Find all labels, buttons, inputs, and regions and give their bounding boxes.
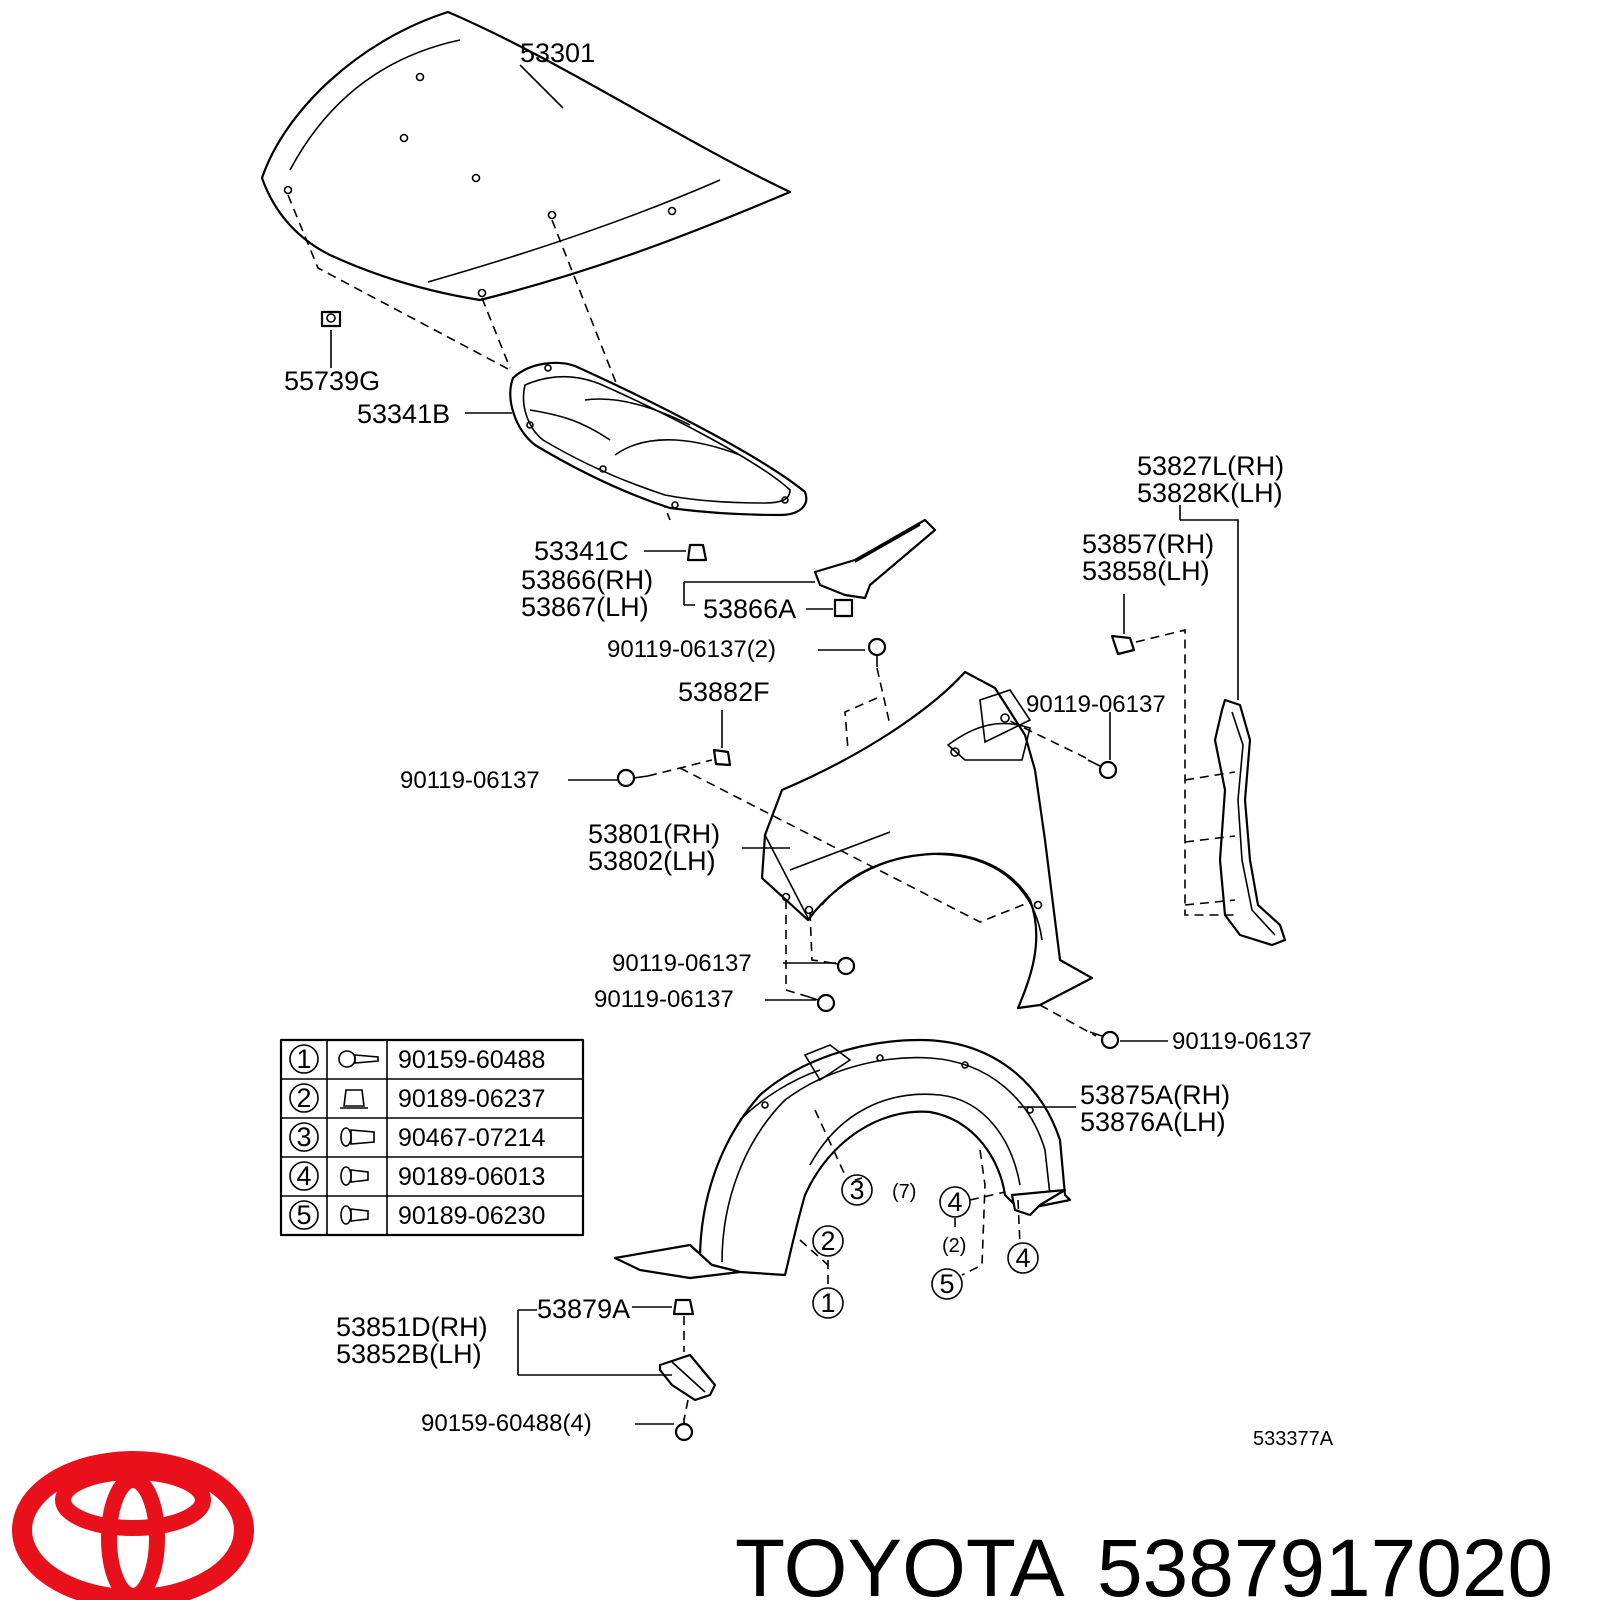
- brand-name: TOYOTA: [735, 1523, 1065, 1600]
- bracket-label: 53882F: [678, 677, 770, 707]
- callout-4-qty: (2): [942, 1235, 966, 1257]
- bolt-b-icon: [616, 768, 649, 788]
- callout-4-left: 4: [939, 1186, 971, 1218]
- hood-dash-mid: [481, 297, 511, 369]
- svg-text:4: 4: [947, 1187, 962, 1217]
- table-num-1: 1: [296, 1044, 311, 1074]
- protector-rh-label: 53827L(RH): [1137, 451, 1284, 481]
- hood-insulator: [509, 361, 808, 517]
- bracket-icon: [712, 748, 732, 767]
- clip-icon: [340, 1166, 369, 1186]
- table-part-1: 90159-60488: [398, 1046, 545, 1074]
- screw-icon: [338, 1050, 379, 1068]
- screw-icon: [674, 1418, 694, 1442]
- bolt-f-dash: [1039, 1004, 1097, 1037]
- splash-bracket-leader: [517, 1309, 672, 1376]
- hood-clip-label: 55739G: [284, 366, 380, 396]
- table-part-5: 90189-06230: [398, 1202, 545, 1230]
- table-num-5: 5: [296, 1200, 311, 1230]
- svg-text:1: 1: [820, 1288, 835, 1318]
- bolt-b-label: 90119-06137: [400, 767, 540, 794]
- callout-4-right: 4: [1007, 1242, 1039, 1274]
- bolt-f-icon: [1089, 1030, 1120, 1050]
- clip-icon: [340, 1205, 369, 1225]
- liner-dash: [799, 1109, 1021, 1290]
- bolt-d-icon: [825, 956, 856, 976]
- protector-lh-label: 53828K(LH): [1137, 478, 1283, 508]
- hood-label: 53301: [520, 38, 595, 68]
- svg-text:2: 2: [820, 1226, 835, 1256]
- hood-leader: [519, 64, 564, 109]
- callout-4-dash: [954, 1191, 1006, 1230]
- table-part-4: 90189-06013: [398, 1163, 545, 1191]
- seal-rh-label: 53866(RH): [521, 565, 653, 595]
- wheel-liner: [613, 1038, 1072, 1280]
- bolt-b-dash: [647, 759, 1031, 923]
- hood-clip-icon: [320, 310, 342, 328]
- splash-dash: [683, 1316, 689, 1421]
- seal-clip-icon: [833, 598, 854, 618]
- table-part-3: 90467-07214: [398, 1124, 545, 1152]
- table-num-4: 4: [296, 1161, 311, 1191]
- liner-rh-label: 53875A(RH): [1080, 1080, 1230, 1110]
- callout-2: 2: [812, 1225, 844, 1257]
- part-number: 5387917020: [1097, 1523, 1553, 1600]
- pad-lh-label: 53858(LH): [1082, 556, 1210, 586]
- hood-dash-right: [551, 219, 671, 521]
- table-num-2: 2: [296, 1083, 311, 1113]
- insulator-label: 53341B: [357, 399, 450, 429]
- screw-label: 90159-60488(4): [421, 1410, 592, 1437]
- bolt-f-label: 90119-06137: [1172, 1028, 1312, 1055]
- insulator-clip-icon: [686, 543, 708, 562]
- fastener-table: 1 90159-60488 2 90189-06237 3 90467-0721…: [279, 1038, 585, 1237]
- seal-clip-label: 53866A: [703, 594, 796, 624]
- splash-rh-label: 53851D(RH): [336, 1312, 488, 1342]
- callout-3: 3: [841, 1174, 873, 1206]
- pad-clip-icon: [1110, 634, 1136, 656]
- bolt-d-label: 90119-06137: [612, 950, 752, 977]
- bolt-a-dash: [844, 667, 891, 751]
- hood-panel: [260, 10, 792, 302]
- push-rivet-icon: [340, 1127, 375, 1147]
- bolt-a-label: 90119-06137(2): [607, 636, 776, 663]
- drawing-ref: 533377A: [1253, 1428, 1334, 1450]
- table-part-2: 90189-06237: [398, 1085, 545, 1113]
- bolt-c-label: 90119-06137: [1026, 691, 1166, 718]
- hood-dash-left: [287, 194, 511, 371]
- liner-lh-label: 53876A(LH): [1080, 1107, 1226, 1137]
- bolt-e-icon: [805, 993, 836, 1013]
- splash-lh-label: 53852B(LH): [336, 1339, 482, 1369]
- callout-3-qty: (7): [892, 1181, 916, 1203]
- nut-clip-icon: [340, 1089, 368, 1109]
- insulator-clip-label: 53341C: [534, 536, 629, 566]
- bolt-a-icon: [867, 637, 887, 667]
- callout-5: 5: [931, 1268, 963, 1300]
- seal-lh-label: 53867(LH): [521, 592, 649, 622]
- fender-lh-label: 53802(LH): [588, 846, 716, 876]
- splash-clip-icon: [672, 1298, 695, 1316]
- splash-clip-label: 53879A: [537, 1294, 630, 1324]
- fender-protector: [1213, 698, 1287, 947]
- fender-rh-label: 53801(RH): [588, 819, 720, 849]
- svg-text:5: 5: [939, 1269, 954, 1299]
- svg-text:3: 3: [849, 1175, 864, 1205]
- protector-leader: [1179, 505, 1239, 700]
- table-num-3: 3: [296, 1122, 311, 1152]
- fender-seal: [813, 518, 937, 600]
- callout-1: 1: [812, 1287, 844, 1319]
- svg-text:4: 4: [1015, 1243, 1030, 1273]
- seal-bracket-leader: [683, 581, 815, 606]
- bolt-de-dash: [785, 900, 827, 997]
- splash-shield: [658, 1353, 717, 1402]
- bolt-e-label: 90119-06137: [594, 986, 734, 1013]
- pad-rh-label: 53857(RH): [1082, 529, 1214, 559]
- toyota-logo-icon: [12, 1451, 254, 1600]
- front-fender: [760, 670, 1094, 1010]
- bolt-c-icon: [1087, 759, 1118, 780]
